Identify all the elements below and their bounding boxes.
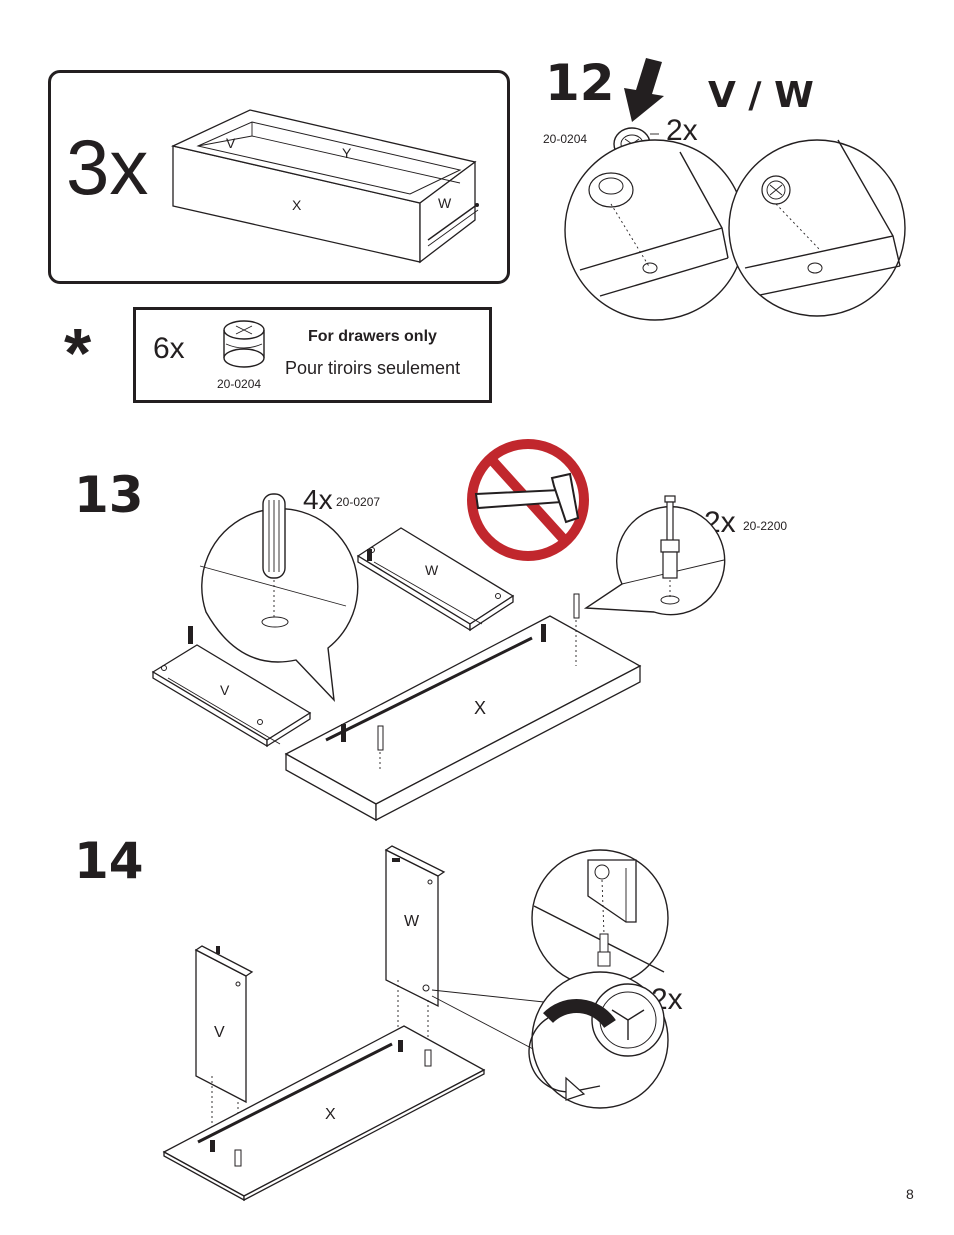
step-13-label-v: V bbox=[220, 682, 230, 698]
note-title-en: For drawers only bbox=[308, 328, 437, 345]
step-13-dowel-code: 20-0207 bbox=[336, 495, 381, 509]
step-14-label-w: W bbox=[404, 913, 420, 930]
down-arrow-icon bbox=[624, 58, 664, 122]
step-12-part-code: 20-0204 bbox=[543, 132, 588, 146]
note-title-fr: Pour tiroirs seulement bbox=[285, 358, 461, 378]
step-13-dowel-qty: 4x bbox=[303, 484, 333, 515]
drawer-box-frame bbox=[48, 70, 510, 284]
step-12-panels: V / W bbox=[708, 75, 814, 116]
step-12-number: 12 bbox=[545, 54, 615, 112]
step-14-number: 14 bbox=[74, 832, 144, 890]
step-14-label-x: X bbox=[325, 1106, 336, 1123]
asterisk-icon: * bbox=[64, 314, 92, 392]
step-12-qty: 2x bbox=[666, 114, 698, 147]
step-13-label-w: W bbox=[425, 562, 439, 578]
note-qty: 6x bbox=[153, 332, 185, 365]
drawer-label-w: W bbox=[438, 195, 452, 211]
drawer-count: 3x bbox=[66, 123, 149, 211]
step-13-label-x: X bbox=[474, 698, 487, 718]
drawer-label-v: V bbox=[226, 135, 236, 151]
no-hammer-icon bbox=[467, 439, 589, 561]
note-part-code: 20-0204 bbox=[217, 377, 262, 391]
step-13-bolt-code: 20-2200 bbox=[743, 519, 788, 533]
drawer-label-x: X bbox=[292, 197, 302, 213]
cam-lock-icon bbox=[223, 320, 265, 368]
step-14-label-v: V bbox=[214, 1024, 225, 1041]
page-number: 8 bbox=[906, 1186, 914, 1202]
step-13-number: 13 bbox=[74, 466, 144, 524]
note-box bbox=[133, 307, 492, 403]
drawer-label-y: Y bbox=[342, 145, 352, 161]
